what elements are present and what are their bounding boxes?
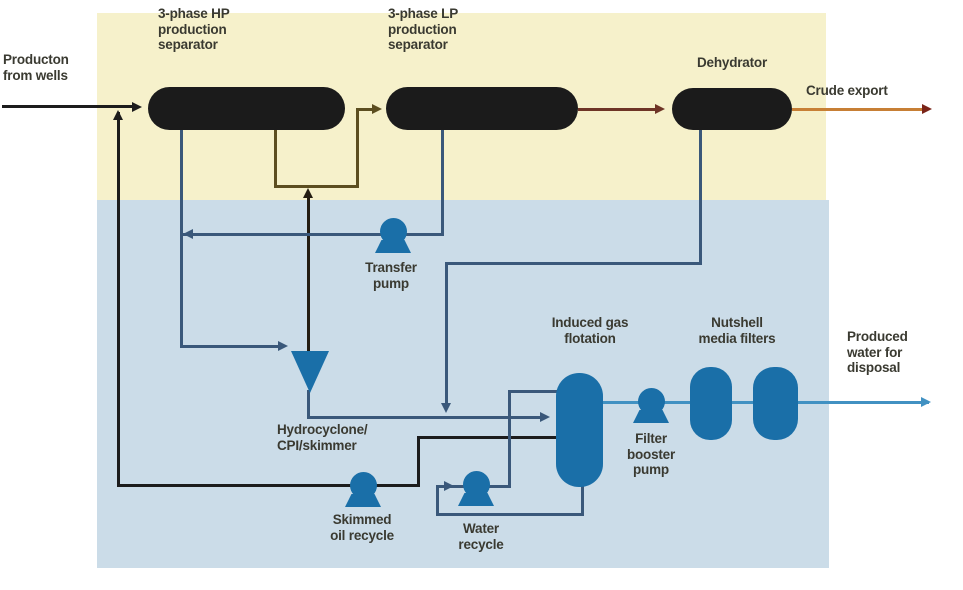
label-induced-gas-flotation: Induced gas flotation (551, 315, 629, 346)
line-water-recycle-up (436, 486, 439, 516)
label-produced-water: Produced water for disposal (847, 329, 908, 375)
pump-base (458, 493, 494, 506)
transfer-pump-icon (375, 218, 411, 253)
nutshell-filter-1 (690, 367, 732, 440)
dehydrator-vessel (672, 88, 792, 130)
arrow-skimmed-oil-into-production-line (113, 110, 123, 120)
line-lp-to-dehydrator (578, 108, 657, 111)
line-hp-oil-across (274, 185, 359, 188)
label-water-recycle: Water recycle (458, 521, 504, 552)
arrow-transfer-water-join (183, 229, 193, 239)
label-skimmed-oil-recycle: Skimmed oil recycle (330, 512, 394, 543)
line-flotation-oil-outlet (417, 436, 557, 439)
lp-separator-vessel (386, 87, 578, 130)
line-flotation-oil-drop (417, 438, 420, 486)
line-hp-oil-down (274, 128, 277, 188)
skimmed-oil-pump-icon (345, 472, 381, 507)
label-transfer-pump: Transfer pump (365, 260, 417, 291)
label-lp-separator: 3-phase LP production separator (388, 6, 459, 52)
line-flotation-bottoms-down (581, 484, 584, 515)
induced-gas-flotation-vessel (556, 373, 603, 487)
label-production-from-wells: Producton from wells (3, 52, 69, 83)
line-lp-water-down (441, 130, 444, 236)
line-water-to-hydrocyclone (180, 345, 282, 348)
arrow-water-into-hydrocyclone (278, 341, 288, 351)
arrow-into-dehydrator (655, 104, 665, 114)
label-hp-separator: 3-phase HP production separator (158, 6, 230, 52)
label-crude-export: Crude export (806, 83, 888, 98)
hydrocyclone-icon (291, 351, 329, 393)
label-hydrocyclone: Hydrocyclone/ CPI/skimmer (277, 422, 368, 453)
hp-separator-vessel (148, 87, 345, 130)
label-filter-booster-pump: Filter booster pump (626, 431, 676, 477)
arrow-produced-water-disposal (921, 397, 931, 407)
line-hydrocyclone-oil-recycle (307, 197, 310, 353)
water-recycle-pump-icon (458, 471, 494, 506)
line-crude-export (792, 108, 924, 111)
line-dehydrator-water-down (699, 130, 702, 265)
line-hydrocyclone-underflow (307, 390, 310, 419)
line-dehydrator-water-across (445, 262, 702, 265)
arrow-oil-into-lp-separator (372, 104, 382, 114)
line-lp-water-transfer (183, 233, 441, 236)
arrow-dehydrator-water-join (441, 403, 451, 413)
line-hp-water-down (180, 130, 183, 348)
arrow-hydrocyclone-oil-into-oil-line (303, 188, 313, 198)
line-skimmed-oil-return (117, 484, 420, 487)
line-production-feed (2, 105, 134, 108)
line-hp-oil-up (356, 109, 359, 188)
line-dehydrator-water-drop (445, 262, 448, 405)
pump-base (345, 494, 381, 507)
arrow-crude-export (922, 104, 932, 114)
line-water-to-flotation (307, 416, 542, 419)
arrow-water-into-flotation (540, 412, 550, 422)
arrow-water-recycle-into-pump (444, 481, 454, 491)
line-water-recycle-into-flotation (508, 390, 558, 393)
filter-booster-pump-icon (633, 388, 669, 423)
arrow-production-into-hp-separator (132, 102, 142, 112)
line-hp-oil-into-lp (356, 108, 374, 111)
nutshell-filter-2 (753, 367, 798, 440)
line-water-recycle-riser (508, 391, 511, 488)
pump-base (633, 410, 669, 423)
line-water-recycle-bottom (436, 513, 584, 516)
label-dehydrator: Dehydrator (696, 55, 767, 70)
line-skimmed-oil-riser (117, 112, 120, 486)
pump-base (375, 240, 411, 253)
label-nutshell-filters: Nutshell media filters (698, 315, 776, 346)
